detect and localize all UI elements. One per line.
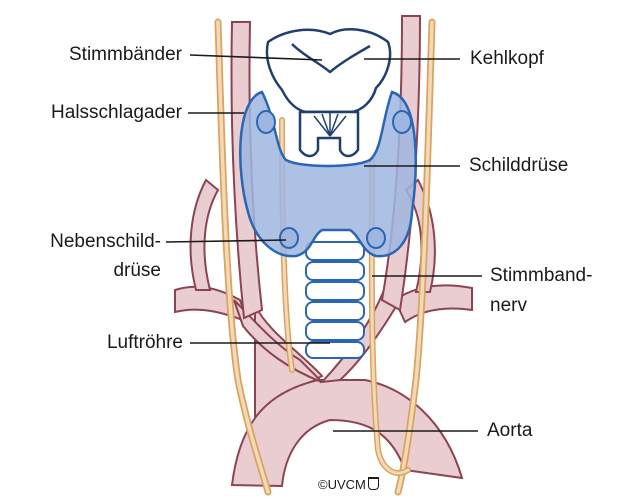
label-kehlkopf: Kehlkopf — [470, 48, 544, 69]
vocal-fold-line — [329, 113, 339, 137]
thyroid-gland — [239, 90, 417, 258]
label-nebenschild-line1: Nebenschild- — [50, 231, 161, 252]
label-aorta: Aorta — [487, 420, 533, 441]
label-schilddruese: Schilddrüse — [469, 155, 569, 176]
vagus-left-core — [216, 20, 270, 494]
leader-stimmbaender — [189, 54, 323, 61]
vocal-fold-line — [313, 115, 331, 137]
trachea — [305, 241, 365, 359]
leader-lines — [165, 54, 482, 432]
label-stimmbaender: Stimmbänder — [69, 44, 182, 65]
label-nebenschild-line2: drüse — [113, 260, 161, 281]
parathyroid-upper-left — [256, 110, 276, 134]
vocal-fold-lines — [313, 113, 347, 137]
parathyroid-upper-right — [392, 110, 412, 134]
trachea-ring — [305, 261, 365, 281]
label-halsschlagader: Halsschlagader — [51, 102, 182, 123]
larynx-notch — [291, 43, 371, 74]
larynx — [265, 28, 392, 158]
vocal-fold-line — [329, 115, 347, 137]
uvcm-logo-icon — [367, 477, 379, 490]
leader-nebenschild — [165, 239, 287, 243]
trachea-ring — [305, 321, 365, 341]
vagus-right-core — [396, 20, 434, 494]
parathyroid-lower-left — [279, 227, 299, 249]
left-vertebral — [189, 178, 220, 291]
thyroid-body — [239, 90, 417, 258]
vocal-fold-line — [321, 113, 331, 137]
nerves — [214, 18, 436, 496]
copyright-label: ©UVCM — [318, 477, 366, 492]
label-stimmbandnerv-line2: nerv — [490, 295, 527, 316]
copyright-text: ©UVCM — [318, 477, 379, 492]
label-luftroehre: Luftröhre — [106, 332, 183, 353]
parathyroid-lower-right — [366, 227, 386, 249]
right-subclavian — [393, 284, 473, 324]
trachea-ring — [305, 341, 365, 359]
trachea-ring — [305, 241, 365, 261]
trachea-ring — [305, 281, 365, 301]
trachea-ring — [305, 301, 365, 321]
label-stimmbandnerv-line1: Stimmband- — [490, 265, 593, 286]
